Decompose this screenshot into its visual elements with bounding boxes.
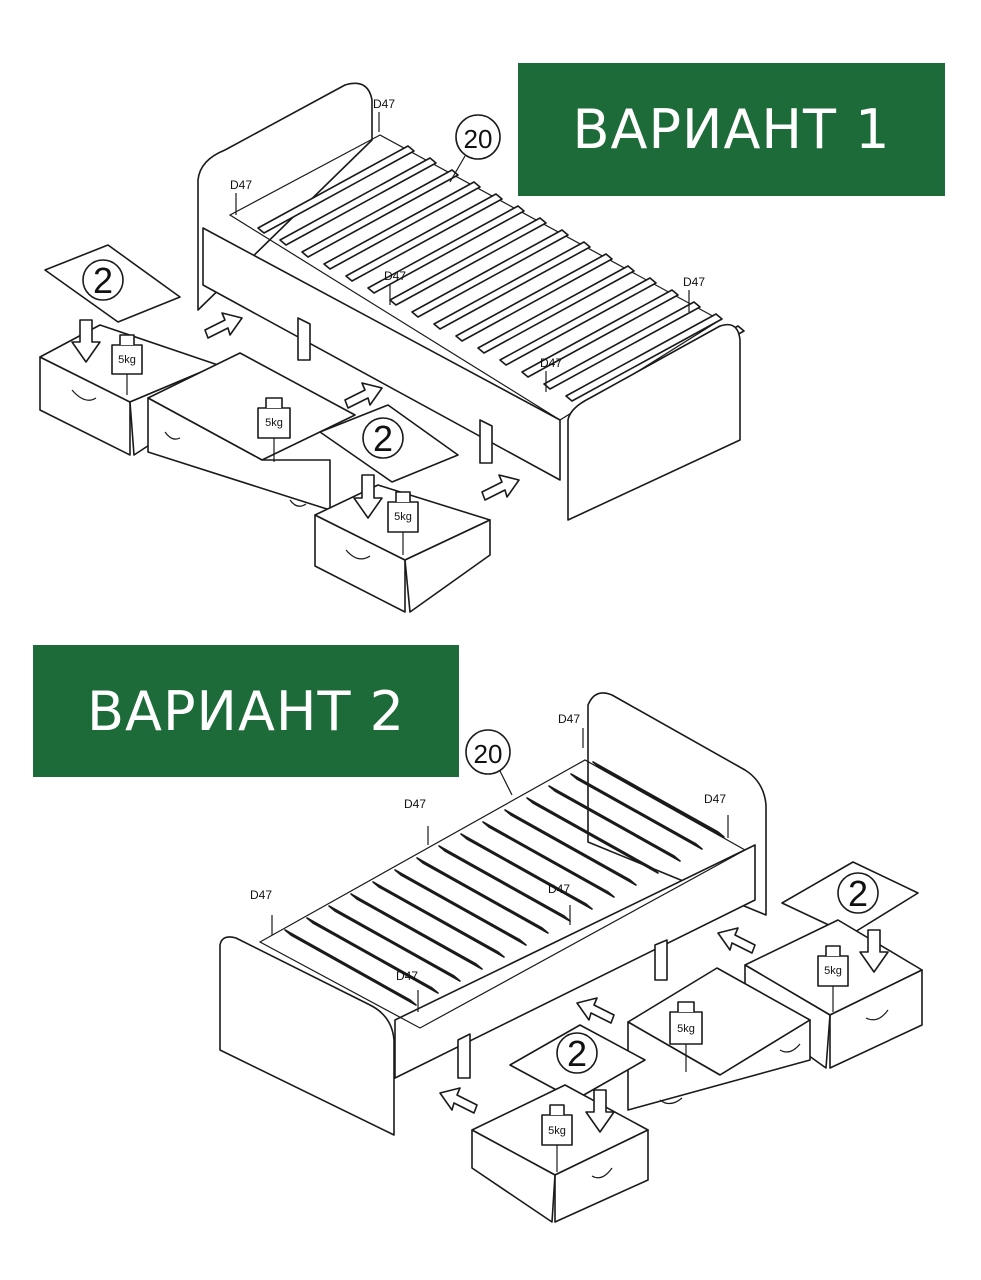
v1-footboard — [567, 323, 741, 521]
slat — [328, 905, 461, 982]
slat — [394, 869, 527, 946]
v2-support-leg — [654, 939, 668, 981]
slat — [284, 929, 417, 1006]
slat — [372, 881, 505, 958]
v1-dowel-labels: D47 D47 D47 D47 D47 — [230, 97, 705, 392]
v2-dowel-label: D47 — [250, 888, 272, 902]
slat — [301, 169, 459, 258]
variant-1-title: ВАРИАНТ 1 — [572, 98, 891, 161]
v2-drawer-front — [554, 1129, 649, 1223]
slat — [477, 265, 635, 354]
variant-2-banner: ВАРИАНТ 2 — [33, 645, 459, 777]
slat — [499, 277, 657, 366]
v2-shelf-label: 2 — [848, 873, 868, 914]
v1-dowel-label: D47 — [540, 356, 562, 370]
v1-dowel-label: D47 — [384, 269, 406, 283]
v2-dowel-label: D47 — [404, 797, 426, 811]
v1-dowel-label: D47 — [683, 275, 705, 289]
v2-slats — [284, 761, 725, 1006]
v1-big-drawer: 5kg — [147, 352, 356, 511]
v2-weight-label: 5kg — [824, 965, 842, 977]
slat — [504, 809, 637, 886]
v1-down-arrow — [71, 319, 101, 363]
slat — [411, 229, 569, 318]
v1-weight-label: 5kg — [265, 417, 283, 429]
slat — [389, 217, 547, 306]
slat — [323, 181, 481, 270]
v2-small-drawer-left: 2 5kg — [471, 1024, 649, 1223]
v1-weight-label: 5kg — [118, 354, 136, 366]
v2-down-arrow — [585, 1089, 615, 1133]
slat — [350, 893, 483, 970]
v2-support-leg — [457, 1033, 471, 1079]
v2-part-callout-circle — [465, 729, 511, 775]
v2-dowel-label: D47 — [558, 712, 580, 726]
v2-part-number: 20 — [474, 739, 503, 769]
v2-footboard — [219, 936, 395, 1136]
v1-push-arrow — [481, 474, 520, 501]
v1-support-leg — [479, 419, 493, 464]
v2-big-drawer-front — [627, 1019, 811, 1111]
v1-side-rail — [202, 227, 561, 481]
slat — [345, 193, 503, 282]
slat — [367, 205, 525, 294]
v1-support-leg — [297, 317, 311, 361]
v1-part-number: 20 — [464, 124, 493, 154]
slat — [548, 785, 681, 862]
slat — [592, 761, 725, 838]
slat — [482, 821, 615, 898]
v1-weight-label: 5kg — [394, 511, 412, 523]
slat — [543, 301, 701, 390]
v2-dowel-labels: D47 D47 D47 D47 D47 D47 — [250, 712, 729, 1012]
v2-push-arrow — [439, 1087, 478, 1114]
v1-dowel-label: D47 — [373, 97, 395, 111]
variant-1-banner: ВАРИАНТ 1 — [518, 63, 945, 196]
v2-side-rail — [394, 844, 756, 1079]
v2-push-arrows — [439, 927, 756, 1114]
v2-weight-label: 5kg — [677, 1023, 695, 1035]
v2-push-arrow — [576, 997, 615, 1024]
slat — [306, 917, 439, 994]
v1-small-drawer-right: 2 5kg — [314, 404, 491, 613]
v2-slat-frame — [258, 759, 747, 1029]
slat — [460, 833, 593, 910]
variant-2-title: ВАРИАНТ 2 — [87, 679, 405, 743]
v2-weight-label: 5kg — [548, 1125, 566, 1137]
v1-down-arrow — [353, 474, 383, 519]
slat — [257, 145, 415, 234]
v2-dowel-label: D47 — [704, 792, 726, 806]
v1-push-arrows — [204, 312, 520, 501]
v1-push-arrow — [204, 312, 243, 339]
slat — [570, 773, 703, 850]
v1-part-callout-circle — [455, 114, 501, 160]
slat — [279, 157, 437, 246]
v2-big-drawer: 5kg — [627, 967, 811, 1111]
slat — [565, 313, 723, 402]
v2-shelf-label: 2 — [567, 1033, 587, 1074]
slat — [526, 797, 659, 874]
slat — [433, 241, 591, 330]
v1-big-drawer-front — [147, 397, 331, 511]
v1-shelf-label: 2 — [93, 260, 113, 301]
slat — [416, 857, 549, 934]
v1-slats — [257, 145, 745, 414]
v2-down-arrow — [859, 929, 889, 973]
v1-part-callout: 20 — [449, 114, 501, 183]
v1-dowel-label: D47 — [230, 178, 252, 192]
v2-dowel-label: D47 — [548, 882, 570, 896]
v1-shelf-label: 2 — [373, 418, 393, 459]
variant-2-bed — [219, 692, 767, 1136]
v2-push-arrow — [717, 927, 756, 954]
variant-1-bed — [197, 82, 745, 521]
v2-part-callout: 20 — [465, 729, 513, 796]
slat — [521, 289, 679, 378]
v2-dowel-label: D47 — [396, 969, 418, 983]
v1-push-arrow — [344, 382, 383, 409]
slat — [455, 253, 613, 342]
